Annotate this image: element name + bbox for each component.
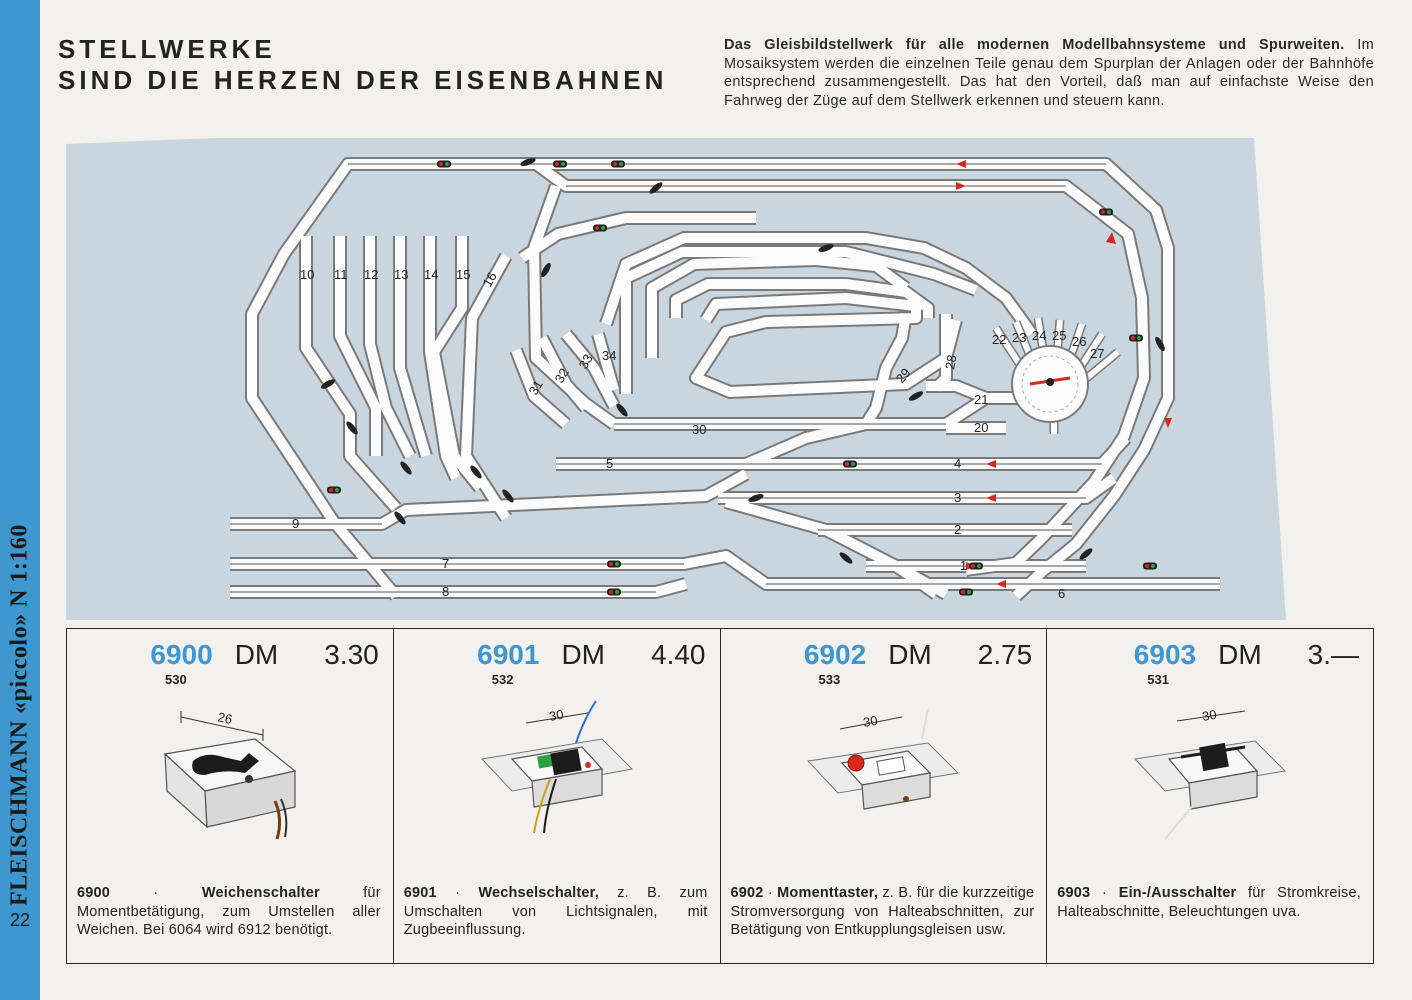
product-number: 6902 [803,639,867,670]
dimension-label: 30 [862,713,879,730]
siding-label: 10 [300,267,314,282]
price: 2.75 [977,639,1033,670]
desc-name: Wechselschalter, [478,885,599,901]
track-label: 31 [526,377,546,397]
turntable-label: 22 [992,332,1006,347]
price-line: 6900 DM 3.30 [81,639,379,671]
product-number: 6901 [477,639,540,670]
product-description: 6903 · Ein-/Ausschalter für Stromkreise,… [1057,885,1361,920]
track-label: 2 [954,522,961,537]
turntable-label: 27 [1090,346,1104,361]
currency: DM [561,639,605,670]
turntable-label: 23 [1012,330,1026,345]
product-description: 6900 · Weichenschalter für Momentbetätig… [77,885,381,938]
track-label: 4 [954,456,961,471]
track-label: 9 [292,516,299,531]
turntable-label: 26 [1072,334,1086,349]
price: 4.40 [651,639,706,670]
page-number: 22 [9,910,31,930]
switch-levers [320,158,1165,564]
track-label: 21 [974,392,988,407]
price: 3.— [1307,639,1359,670]
track-label: 33 [576,351,596,371]
product-6903: 6903 DM 3.— 531 30 6903 · Ein-/Ausschalt… [1047,629,1373,963]
product-6901: 6901 DM 4.40 532 30 6901 · Wechselschalt… [394,629,721,963]
track-label: 20 [974,420,988,435]
dimension-label: 30 [1201,707,1218,724]
intro-paragraph: Das Gleisbildstellwerk für alle modernen… [724,36,1374,110]
track-label: 30 [692,422,706,437]
product-6900: 6900 DM 3.30 530 26 6900 · Weichenschalt… [67,629,394,963]
product-number: 6900 [150,639,213,670]
track-label: 7 [442,556,449,571]
on-off-switch-illustration: 30 [1134,707,1287,840]
page-title: STELLWERKE SIND DIE HERZEN DER EISENBAHN… [58,34,667,96]
desc-code: 6903 [1057,885,1091,901]
track-number-labels: 10 11 12 13 14 15 16 30 5 4 3 2 1 6 7 8 … [292,267,1104,601]
track-label: 3 [954,490,961,505]
dimension-label: 26 [216,709,233,727]
product-6902: 6902 DM 2.75 533 30 6902 · Momenttaster,… [721,629,1048,963]
toggle-switch-illustration: 30 [480,700,633,834]
currency: DM [234,639,279,670]
product-description: 6901 · Wechselschalter, z. B. zum Umscha… [403,885,708,938]
desc-text: für Momentbetätigung, zum Umstellen alle… [77,885,381,938]
product-boxes: 6900 DM 3.30 530 26 6900 · Weichenschalt… [66,628,1374,964]
desc-text: z. B. für die kurzzeitige Stromversorgun… [730,885,1035,938]
desc-name: Ein-/Ausschalter [1118,885,1237,901]
push-button-illustration: 30 [807,708,960,810]
headline-line-2: SIND DIE HERZEN DER EISENBAHNEN [58,65,668,95]
desc-text: für Stromkreise, Halteabschnitte, Beleuc… [1057,885,1361,920]
siding-label: 13 [394,267,408,282]
siding-label: 15 [456,267,470,282]
track-label: 28 [942,354,959,371]
desc-code: 6902 [730,885,764,901]
switch-lever-illustration: 26 [163,709,297,840]
price: 3.30 [324,639,379,670]
product-description: 6902 · Momenttaster, z. B. für die kurzz… [730,885,1035,938]
old-article-number: 532 [491,672,514,687]
desc-name: Momenttaster, [777,885,879,901]
track-label: 1 [960,558,967,573]
headline-line-1: STELLWERKE [58,34,276,64]
currency: DM [1218,639,1262,670]
desc-code: 6901 [403,885,437,901]
track-label: 5 [606,456,613,471]
desc-text: z. B. zum Umschalten von Lichtsignalen, … [403,885,708,938]
siding-label: 14 [424,267,438,282]
track-layout-svg: 10 11 12 13 14 15 16 30 5 4 3 2 1 6 7 8 … [66,138,1286,620]
price-line: 6902 DM 2.75 [735,639,1033,671]
currency: DM [888,639,932,670]
direction-arrows [956,160,1172,588]
track-label: 32 [552,365,572,385]
side-band [0,0,40,1000]
old-article-number: 533 [818,672,841,687]
track-label: 8 [442,584,449,599]
old-article-number: 530 [165,672,187,687]
intro-text: Im Mosaiksystem werden die einzelnen Tei… [724,37,1374,109]
old-article-number: 531 [1147,672,1169,687]
turntable-label: 25 [1052,328,1066,343]
track-label: 16 [480,269,500,289]
track-layout-diagram: 10 11 12 13 14 15 16 30 5 4 3 2 1 6 7 8 … [66,138,1286,620]
siding-label: 11 [334,267,348,282]
intro-bold-sentence: Das Gleisbildstellwerk für alle modernen… [724,37,1345,53]
siding-label: 12 [364,267,378,282]
product-number: 6903 [1133,639,1197,670]
brand-vertical-label: FLEISCHMANN «piccolo» N 1:160 [6,524,33,906]
price-line: 6903 DM 3.— [1061,639,1359,671]
desc-name: Weichenschalter [201,885,320,901]
dimension-label: 30 [548,707,565,724]
track-label: 6 [1058,586,1065,601]
desc-code: 6900 [77,885,111,901]
price-line: 6901 DM 4.40 [408,639,706,671]
turntable [992,317,1121,434]
turntable-label: 24 [1032,328,1046,343]
track-label: 34 [602,348,616,363]
